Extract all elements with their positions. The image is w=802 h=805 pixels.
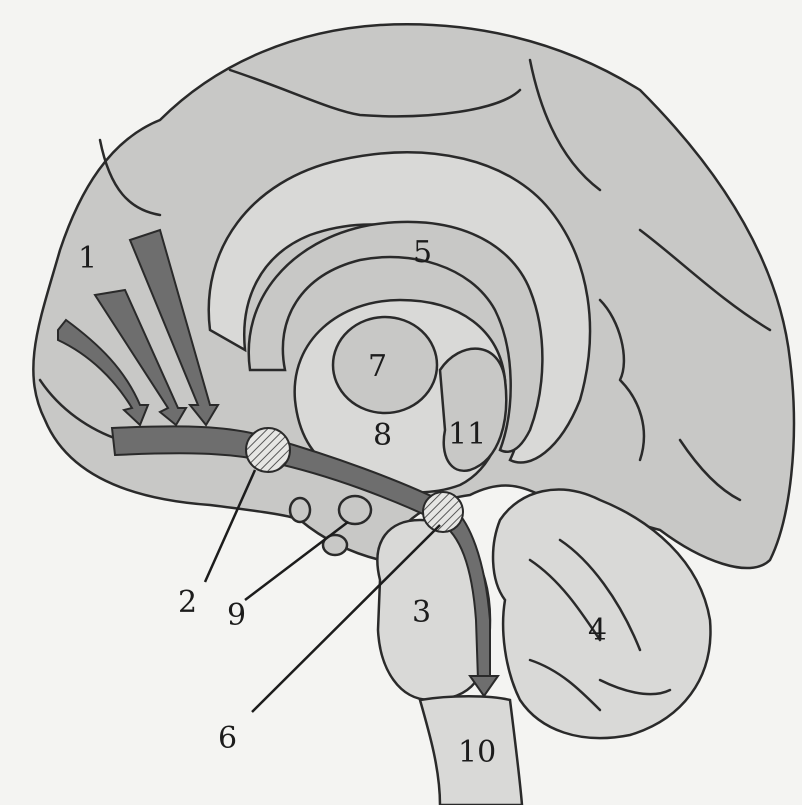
- label-4: 4: [588, 613, 607, 648]
- node-6: [423, 492, 463, 532]
- label-9: 9: [227, 598, 246, 633]
- node-2: [246, 428, 290, 472]
- label-5: 5: [413, 235, 432, 270]
- leader-9: [245, 522, 348, 600]
- label-10: 10: [458, 735, 496, 770]
- tract-arrowhead: [470, 676, 498, 696]
- small-nucleus: [290, 498, 310, 522]
- label-3: 3: [412, 595, 431, 630]
- label-6: 6: [218, 721, 237, 756]
- label-1: 1: [78, 241, 97, 276]
- label-11: 11: [448, 417, 486, 452]
- structure-9: [339, 496, 371, 524]
- label-8: 8: [373, 418, 392, 453]
- label-7: 7: [368, 349, 387, 384]
- label-2: 2: [178, 585, 197, 620]
